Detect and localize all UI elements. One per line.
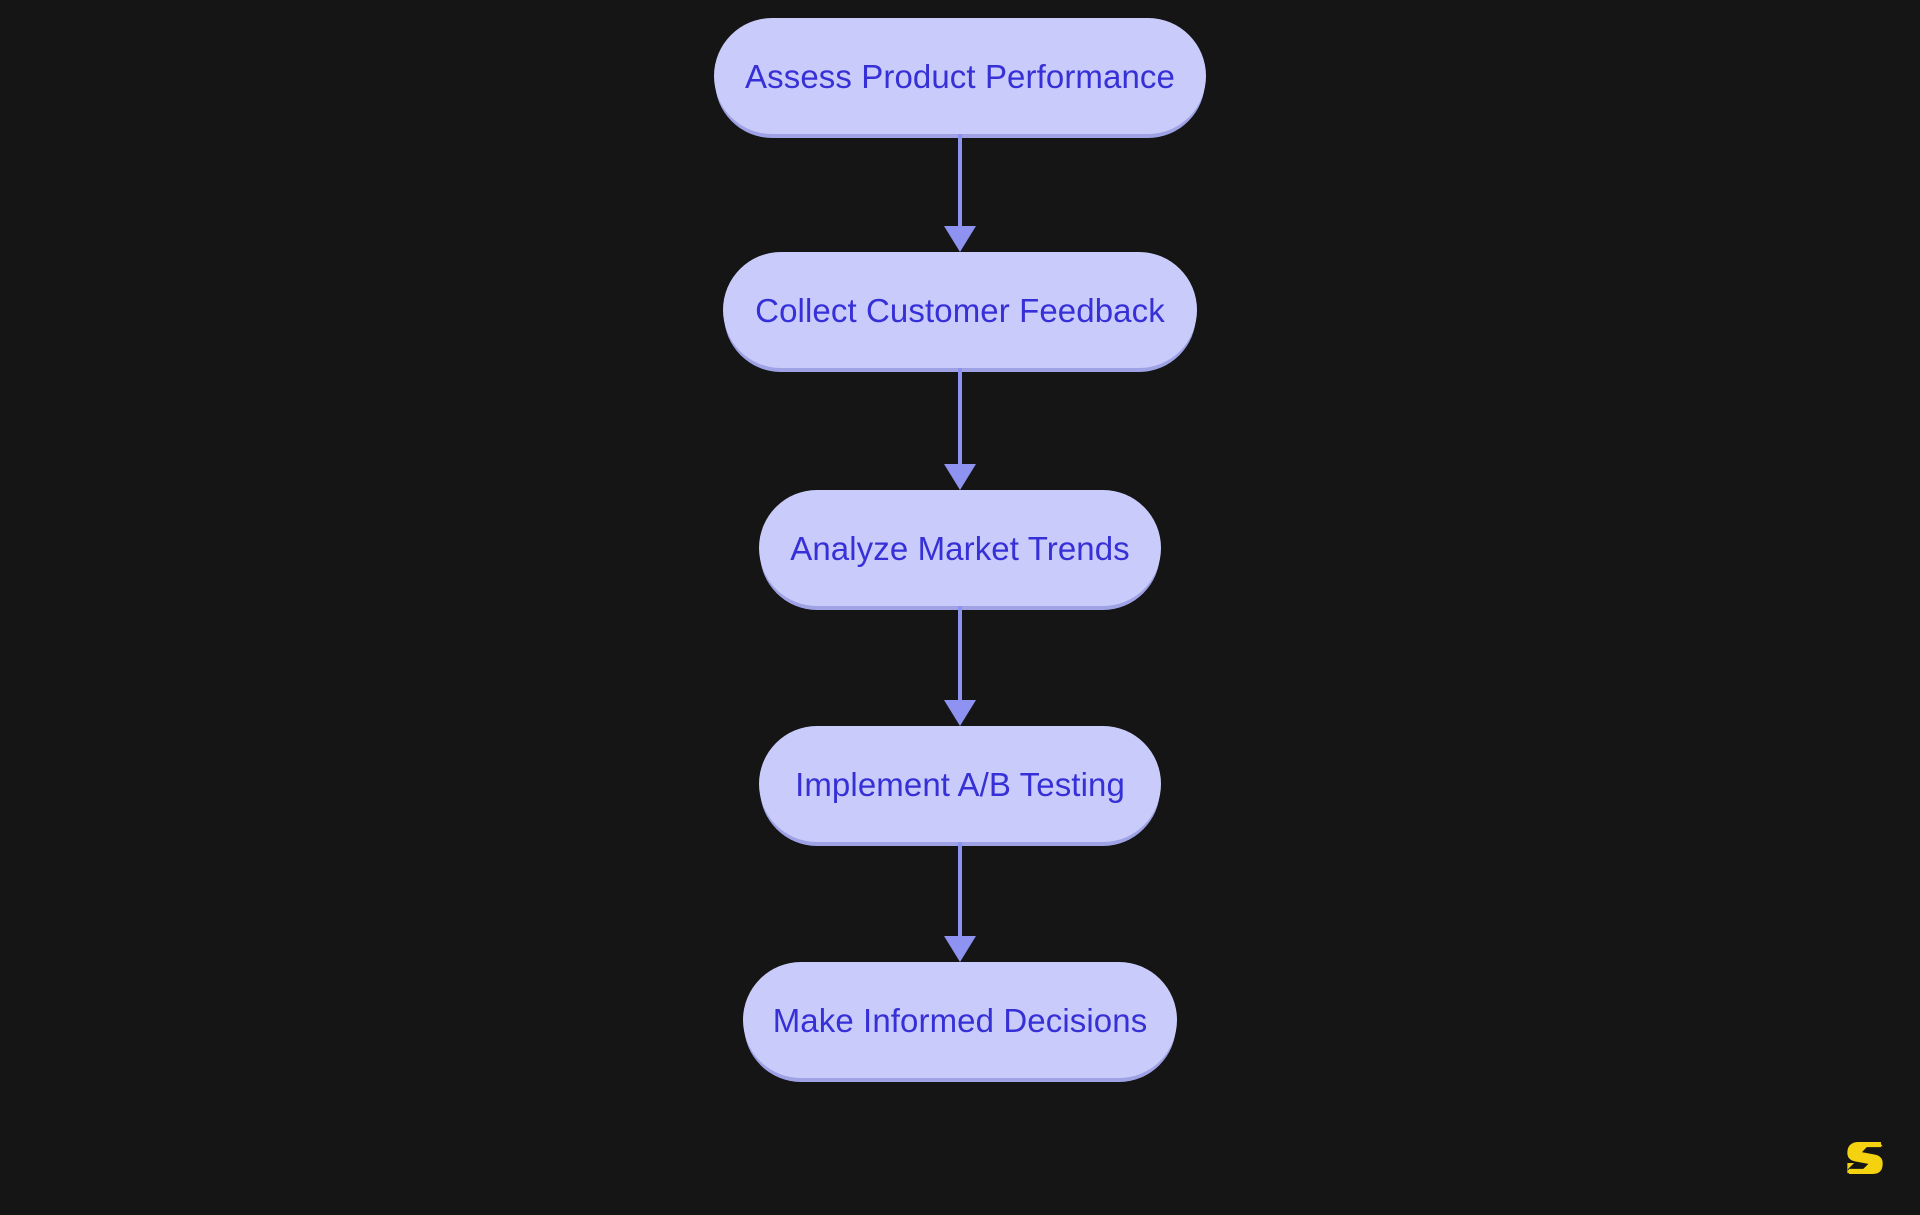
- edge-line: [958, 842, 962, 937]
- flow-edge-n2-n3: [940, 368, 980, 490]
- flow-node-implement-ab-testing[interactable]: Implement A/B Testing: [759, 726, 1161, 842]
- edge-line: [958, 134, 962, 227]
- arrowhead-down-icon: [944, 700, 976, 726]
- arrowhead-down-icon: [944, 936, 976, 962]
- flow-column: Assess Product Performance Collect Custo…: [714, 18, 1206, 1078]
- arrowhead-down-icon: [944, 226, 976, 252]
- flow-node-assess-product-performance[interactable]: Assess Product Performance: [714, 18, 1206, 134]
- edge-line: [958, 368, 962, 465]
- flow-node-make-informed-decisions[interactable]: Make Informed Decisions: [743, 962, 1177, 1078]
- flow-node-label: Make Informed Decisions: [772, 1001, 1148, 1039]
- flow-edge-n4-n5: [940, 842, 980, 962]
- edge-line: [958, 606, 962, 701]
- flow-edge-n3-n4: [940, 606, 980, 726]
- flow-node-label: Analyze Market Trends: [790, 529, 1130, 567]
- flow-edge-n1-n2: [940, 134, 980, 252]
- flow-node-label: Assess Product Performance: [745, 57, 1175, 95]
- flow-node-label: Collect Customer Feedback: [755, 291, 1165, 329]
- flow-node-analyze-market-trends[interactable]: Analyze Market Trends: [759, 490, 1161, 606]
- flow-node-label: Implement A/B Testing: [795, 765, 1125, 803]
- stylized-s-logo-icon: [1844, 1137, 1886, 1179]
- arrowhead-down-icon: [944, 464, 976, 490]
- flow-node-collect-customer-feedback[interactable]: Collect Customer Feedback: [723, 252, 1197, 368]
